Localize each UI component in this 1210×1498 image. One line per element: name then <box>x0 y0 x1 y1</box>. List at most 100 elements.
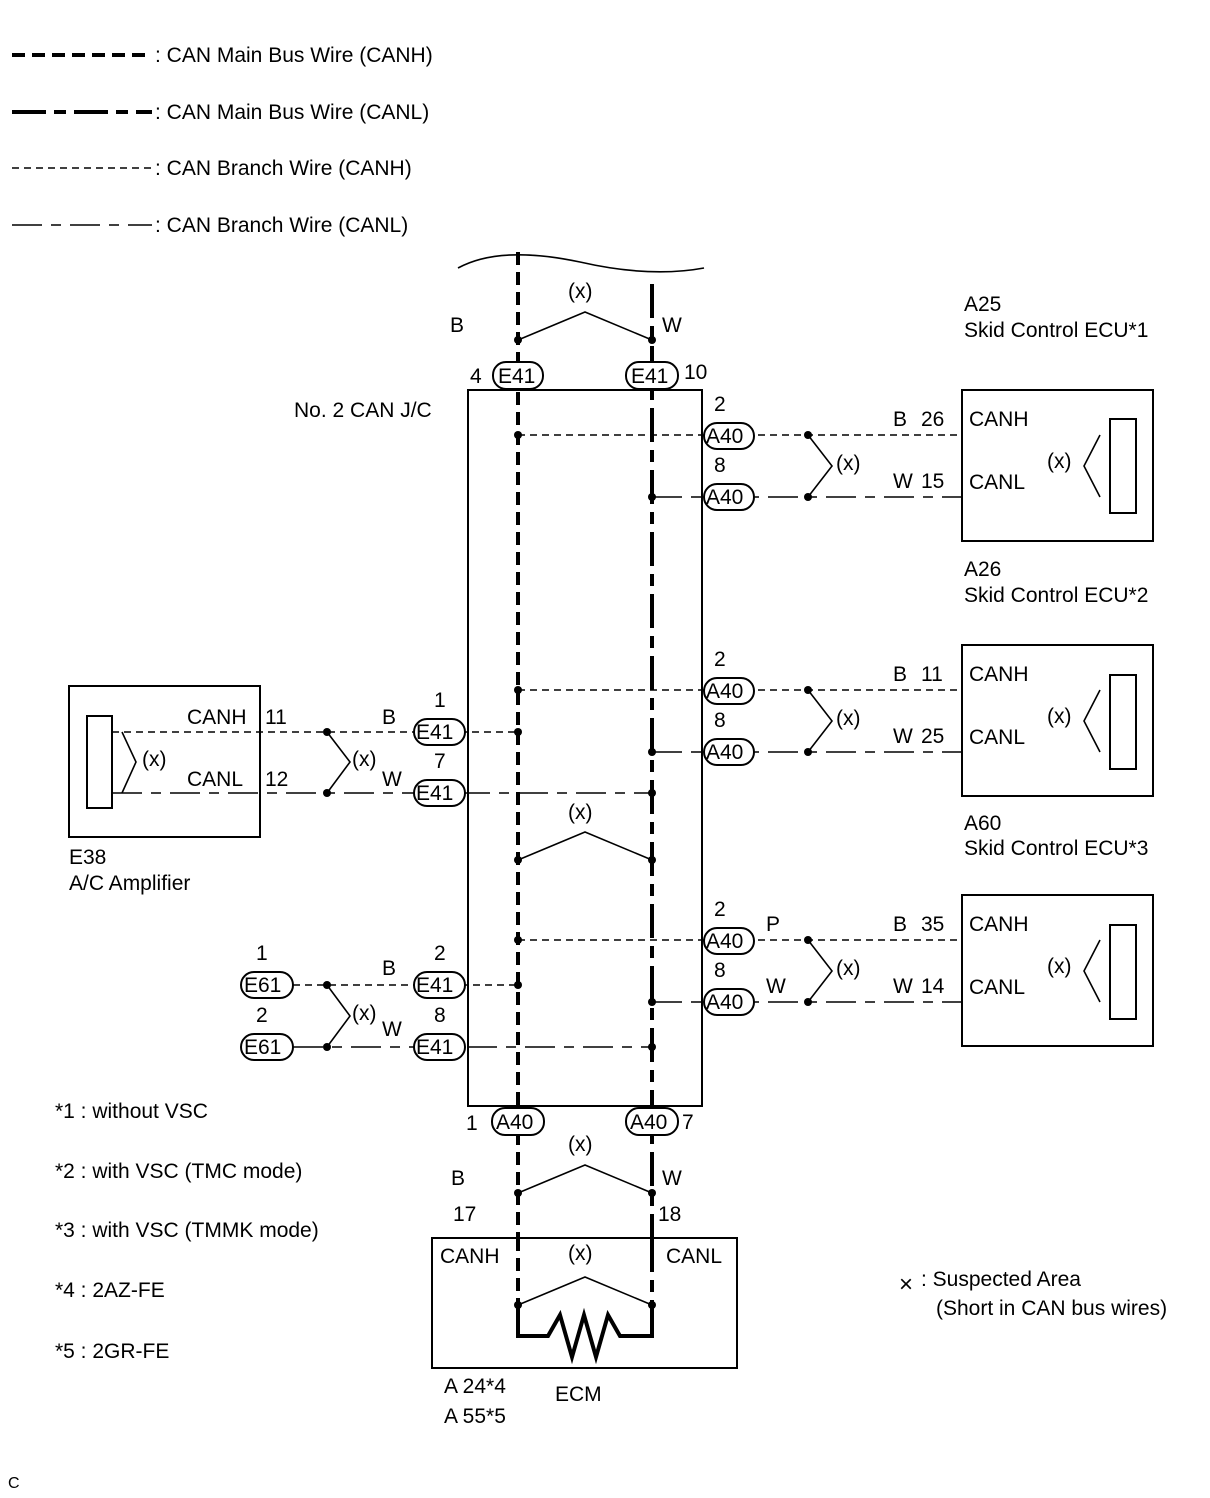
pin-number: 4 <box>470 365 482 388</box>
ecm-id: A 24*4 <box>444 1375 506 1398</box>
splice-point <box>648 748 656 756</box>
suspect-mark-line <box>517 1276 653 1306</box>
figure-code: C <box>8 1475 20 1492</box>
cross-icon: × <box>899 1271 913 1298</box>
suspect-mark-line <box>517 311 653 341</box>
connector-label: A40 <box>706 486 743 509</box>
ac-amplifier: (x) CANH CANL 11 12 (x) B W E41 E41 1 7 … <box>68 685 656 895</box>
pin-number: 1 <box>434 689 446 712</box>
wire-color-label: B <box>451 1167 465 1190</box>
port-label-canh: CANH <box>969 408 1029 431</box>
pin-number: 35 <box>921 913 944 936</box>
ecm-id: A 55*5 <box>444 1405 506 1428</box>
suspect-mark: (x) <box>568 801 593 824</box>
ecm: CANH CANL (x) ECM A 24*4 A 55*5 <box>431 1237 738 1428</box>
legend-label: : CAN Main Bus Wire (CANH) <box>155 44 433 67</box>
suspected-label: : Suspected Area <box>921 1268 1081 1291</box>
amplifier-terminal-resistor <box>86 715 113 809</box>
connector-e41 <box>413 718 466 746</box>
pin-number: 8 <box>714 709 726 732</box>
suspect-mark: (x) <box>1047 450 1072 473</box>
connector-label: A40 <box>496 1111 533 1134</box>
connector-a40 <box>703 738 755 766</box>
suspected-area-legend: × : Suspected Area (Short in CAN bus wir… <box>899 1268 1167 1320</box>
connector-label: E41 <box>416 1036 453 1059</box>
suspect-mark: (x) <box>836 452 861 475</box>
port-label-canh: CANH <box>969 663 1029 686</box>
connector-e41 <box>413 971 466 999</box>
port-label-canl: CANL <box>969 976 1025 999</box>
note: *4 : 2AZ-FE <box>55 1279 165 1302</box>
suspect-mark: (x) <box>836 707 861 730</box>
amplifier-id: E38 <box>69 846 106 869</box>
pin-number: 1 <box>256 942 268 965</box>
pin-number: 1 <box>466 1112 478 1135</box>
pin-number: 8 <box>714 959 726 982</box>
suspect-mark-line <box>1083 939 1101 1003</box>
wire-color-label: W <box>766 975 786 998</box>
connector-e41 <box>413 1033 466 1061</box>
suspect-mark-line <box>517 1164 653 1194</box>
ecu-name: Skid Control ECU*1 <box>964 319 1148 342</box>
pin-number: 11 <box>265 706 287 729</box>
pin-number: 17 <box>453 1203 476 1226</box>
pin-number: 26 <box>921 408 944 431</box>
connector-a40 <box>703 483 755 511</box>
connector-e41 <box>492 361 544 390</box>
splice-point <box>514 981 522 989</box>
wire-color-label: W <box>662 1167 682 1190</box>
ecu-terminal-resistor <box>1109 418 1137 514</box>
port-label-canh: CANH <box>440 1245 500 1268</box>
e61-connector-group: E61 E61 1 2 (x) B W E41 E41 2 8 <box>240 942 656 1061</box>
connector-label: A40 <box>706 991 743 1014</box>
note: *5 : 2GR-FE <box>55 1340 169 1363</box>
pin-number: 2 <box>714 648 726 671</box>
wire-color-label: B <box>893 913 907 936</box>
connector-label: E41 <box>416 721 453 744</box>
ecu-id: A26 <box>964 558 1001 581</box>
note: *2 : with VSC (TMC mode) <box>55 1160 302 1183</box>
ecu-id: A25 <box>964 293 1001 316</box>
legend-label: : CAN Branch Wire (CANL) <box>155 214 408 237</box>
wire-color-label: W <box>382 768 402 791</box>
ecu-a60: A40 A40 2 8 P W (x) B 35 W 14 CANH CANL … <box>514 812 1154 1047</box>
suspect-mark-line <box>121 731 137 794</box>
pin-number: 8 <box>434 1004 446 1027</box>
suspect-mark-line <box>807 689 834 753</box>
ecu-name: Skid Control ECU*2 <box>964 584 1148 607</box>
pin-number: 14 <box>921 975 945 998</box>
port-label-canl: CANL <box>187 768 243 791</box>
pin-number: 2 <box>714 393 726 416</box>
pin-number: 2 <box>256 1004 268 1027</box>
port-label-canh: CANH <box>969 913 1029 936</box>
pin-number: 7 <box>682 1111 694 1134</box>
wire-break-curve <box>457 253 705 273</box>
connector-label: A40 <box>706 680 743 703</box>
wire-color-label: W <box>662 314 682 337</box>
pin-number: 15 <box>921 470 944 493</box>
connector-label: A40 <box>630 1111 667 1134</box>
suspect-mark: (x) <box>1047 705 1072 728</box>
suspect-mark: (x) <box>836 957 861 980</box>
connector-a40 <box>703 677 755 705</box>
suspect-mark-line <box>807 939 834 1003</box>
pin-number: 7 <box>434 750 446 773</box>
terminal-resistor-icon <box>516 1305 654 1365</box>
suspect-mark: (x) <box>568 1133 593 1156</box>
connector-label: E61 <box>244 974 281 997</box>
note: *3 : with VSC (TMMK mode) <box>55 1219 319 1242</box>
connector-a40 <box>703 988 755 1016</box>
pin-number: 18 <box>658 1203 681 1226</box>
ecm-box <box>431 1237 738 1369</box>
splice-point <box>514 686 522 694</box>
junction-label: No. 2 CAN J/C <box>294 399 432 422</box>
ecu-id: A60 <box>964 812 1001 835</box>
connector-a40 <box>703 422 755 450</box>
splice-point <box>514 431 522 439</box>
suspect-mark-line <box>326 984 351 1048</box>
suspect-mark: (x) <box>142 748 167 771</box>
suspect-mark-line <box>807 434 834 498</box>
suspect-mark: (x) <box>352 1002 377 1025</box>
suspect-mark-line <box>1083 689 1101 753</box>
